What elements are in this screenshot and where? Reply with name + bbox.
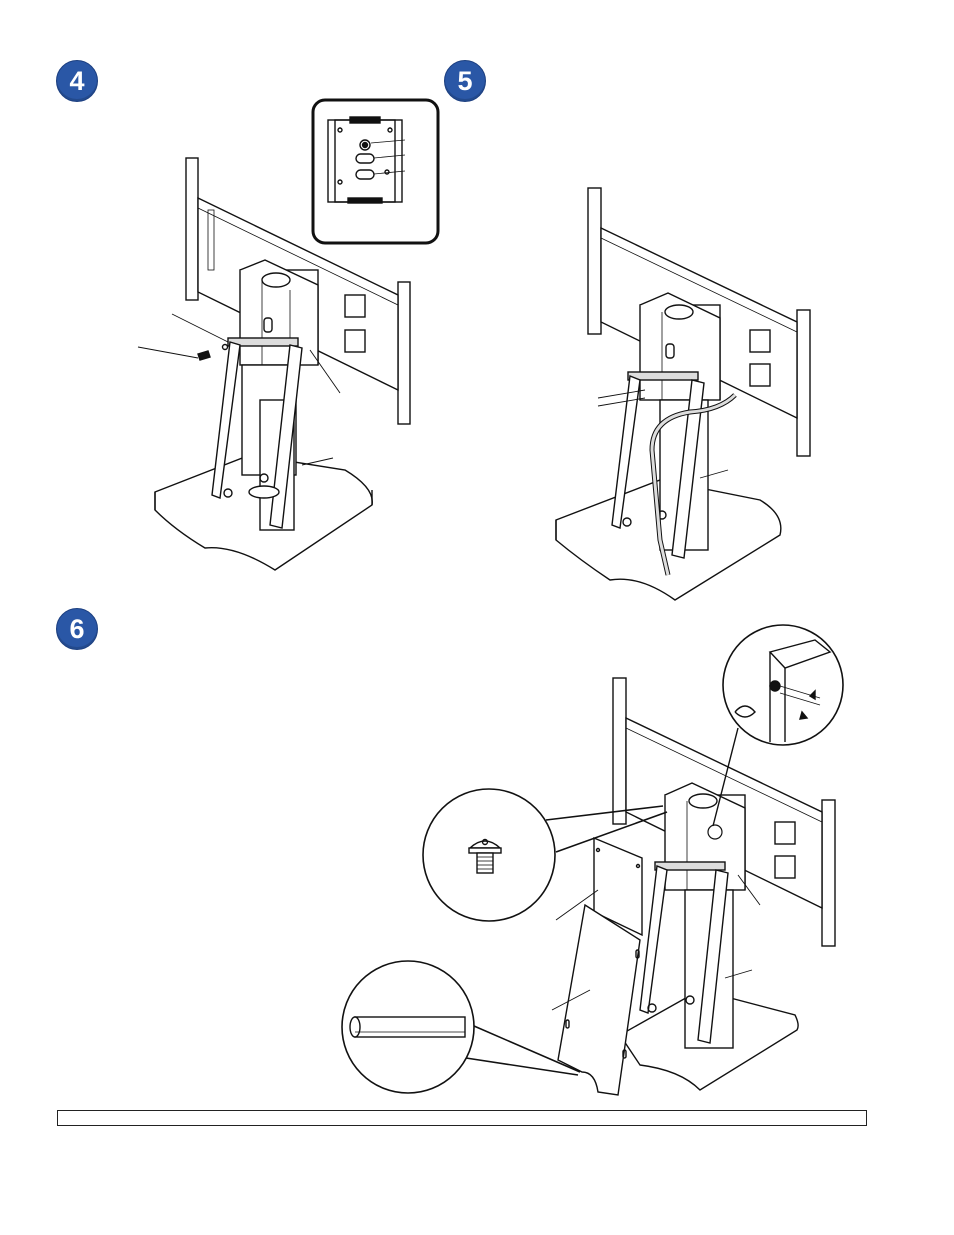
step-5-illustration	[556, 188, 810, 600]
leader-line	[138, 347, 198, 358]
leader-line	[598, 398, 645, 406]
screw-icon	[198, 345, 228, 361]
leader-line	[172, 314, 228, 342]
bracket-detail-icon	[328, 117, 405, 203]
cylinder-rod-icon	[350, 1017, 465, 1037]
corner-screw-detail	[723, 625, 843, 745]
rod-detail	[342, 961, 474, 1093]
step-4-illustration	[138, 100, 438, 570]
leader-line	[302, 458, 333, 465]
footer-text-box	[57, 1110, 867, 1126]
step-6-illustration	[342, 625, 843, 1095]
screw-detail	[423, 789, 555, 921]
